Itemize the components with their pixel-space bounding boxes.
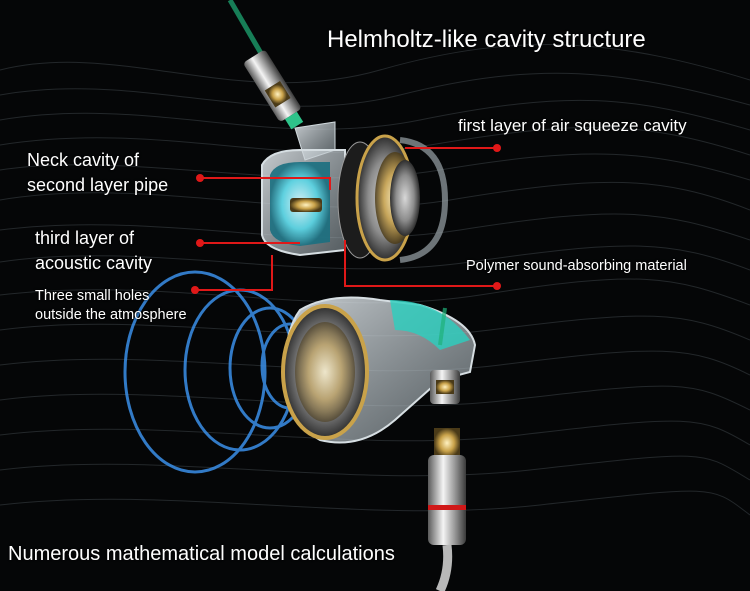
gold-pin <box>290 198 322 212</box>
label-holes-line1: Three small holes <box>35 287 187 306</box>
top-cable-glow <box>230 0 262 55</box>
label-small-holes: Three small holes outside the atmosphere <box>35 287 187 325</box>
top-mmcx-connector <box>243 49 309 132</box>
lower-earpiece <box>283 298 475 443</box>
upper-earpiece <box>262 122 445 260</box>
label-third-line2: acoustic cavity <box>35 251 152 276</box>
label-neck-line1: Neck cavity of <box>27 148 168 173</box>
label-polymer: Polymer sound-absorbing material <box>466 258 687 274</box>
footer-caption: Numerous mathematical model calculations <box>8 543 395 566</box>
label-third-layer: third layer of acoustic cavity <box>35 226 152 276</box>
label-holes-line2: outside the atmosphere <box>35 306 187 325</box>
label-third-line1: third layer of <box>35 226 152 251</box>
label-neck-cavity: Neck cavity of second layer pipe <box>27 148 168 198</box>
label-first-layer: first layer of air squeeze cavity <box>458 116 687 136</box>
diagram-title: Helmholtz-like cavity structure <box>327 26 646 54</box>
label-neck-line2: second layer pipe <box>27 173 168 198</box>
